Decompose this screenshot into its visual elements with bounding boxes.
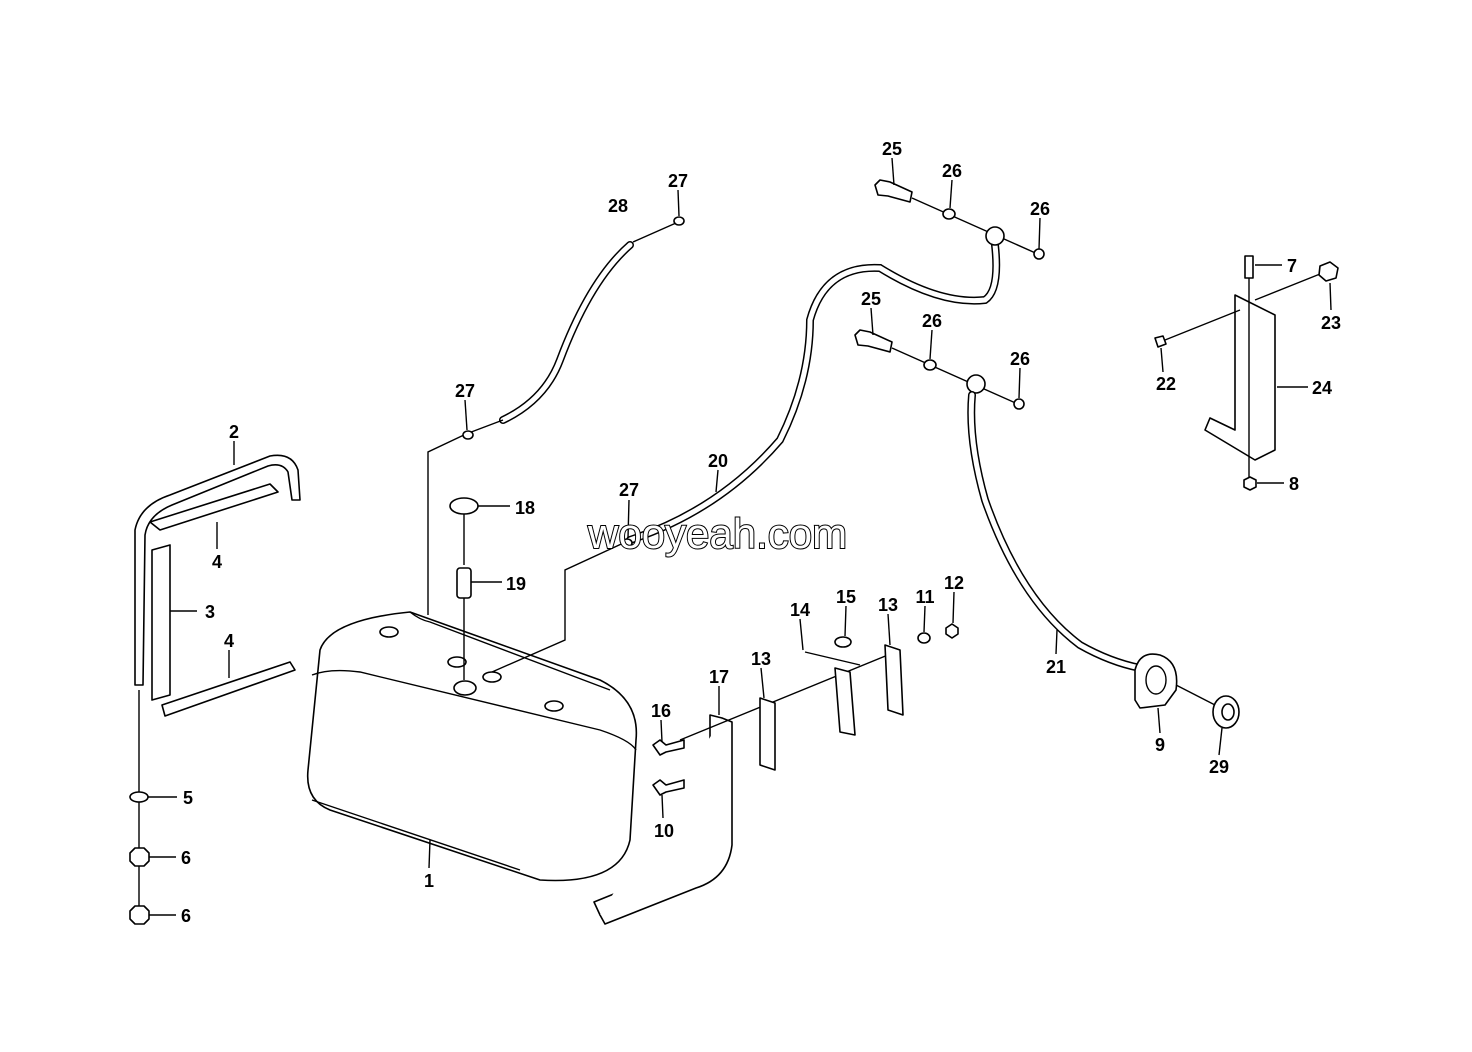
callout-21: 21 bbox=[1046, 657, 1066, 677]
callout-23: 23 bbox=[1321, 313, 1341, 333]
callout-labels: 25 26 27 28 26 7 23 25 26 26 22 24 27 2 … bbox=[181, 139, 1341, 926]
callout-27: 27 bbox=[619, 480, 639, 500]
callout-3: 3 bbox=[205, 602, 215, 622]
callout-5: 5 bbox=[183, 788, 193, 808]
callout-8: 8 bbox=[1289, 474, 1299, 494]
leader-lines bbox=[148, 157, 1332, 916]
callout-26: 26 bbox=[942, 161, 962, 181]
callout-13: 13 bbox=[751, 649, 771, 669]
callout-24: 24 bbox=[1312, 378, 1332, 398]
callout-26: 26 bbox=[1030, 199, 1050, 219]
callout-17: 17 bbox=[709, 667, 729, 687]
callout-25: 25 bbox=[882, 139, 902, 159]
mounting-bracket bbox=[1154, 255, 1339, 491]
callout-28: 28 bbox=[608, 196, 628, 216]
callout-16: 16 bbox=[651, 701, 671, 721]
callout-26: 26 bbox=[922, 311, 942, 331]
callout-15: 15 bbox=[836, 587, 856, 607]
callout-2: 2 bbox=[229, 422, 239, 442]
callout-4: 4 bbox=[224, 631, 234, 651]
callout-25: 25 bbox=[861, 289, 881, 309]
callout-22: 22 bbox=[1156, 374, 1176, 394]
callout-18: 18 bbox=[515, 498, 535, 518]
fuel-tank bbox=[306, 611, 638, 882]
tank-support-bracket bbox=[593, 623, 959, 925]
callout-26: 26 bbox=[1010, 349, 1030, 369]
hose-clamp bbox=[1134, 653, 1240, 729]
callout-6: 6 bbox=[181, 848, 191, 868]
tank-strap bbox=[129, 454, 301, 925]
callout-14: 14 bbox=[790, 600, 810, 620]
callout-11: 11 bbox=[915, 587, 934, 607]
callout-27: 27 bbox=[668, 171, 688, 191]
banjo-fitting-lower bbox=[854, 329, 1025, 410]
callout-9: 9 bbox=[1155, 735, 1165, 755]
callout-1: 1 bbox=[424, 871, 434, 891]
callout-7: 7 bbox=[1287, 256, 1297, 276]
callout-27: 27 bbox=[455, 381, 475, 401]
callout-4: 4 bbox=[212, 552, 222, 572]
callout-29: 29 bbox=[1209, 757, 1229, 777]
callout-10: 10 bbox=[654, 821, 674, 841]
callout-19: 19 bbox=[506, 574, 526, 594]
filler-cap bbox=[449, 497, 479, 680]
callout-13: 13 bbox=[878, 595, 898, 615]
callout-20: 20 bbox=[708, 451, 728, 471]
watermark: wooyeah.com bbox=[587, 510, 847, 557]
callout-12: 12 bbox=[944, 573, 964, 593]
callout-6: 6 bbox=[181, 906, 191, 926]
banjo-fitting-upper bbox=[874, 179, 1045, 260]
